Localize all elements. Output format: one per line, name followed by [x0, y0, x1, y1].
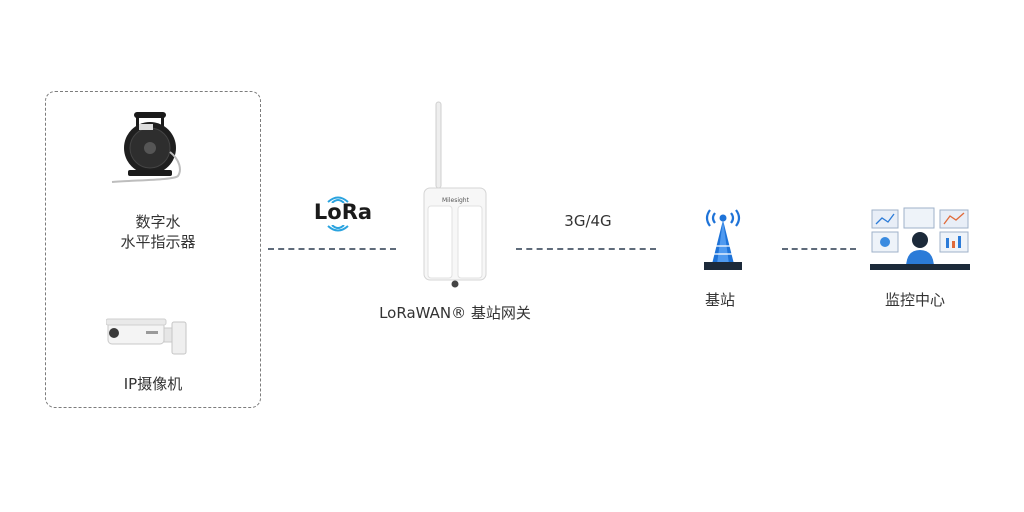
lora-logo: LoRa — [313, 200, 373, 224]
cell-tower-icon — [704, 209, 742, 270]
lora-wave-icon — [327, 196, 349, 203]
sensor-group-box — [45, 91, 261, 408]
cellular-link-line — [516, 248, 656, 250]
lora-link-line — [268, 248, 396, 250]
camera-label: IP摄像机 — [123, 375, 183, 393]
cellular-link-label: 3G/4G — [564, 212, 612, 230]
level-meter-label-line1: 数字水 — [135, 213, 181, 231]
gateway-device-icon: Milesight — [423, 101, 487, 288]
monitor-label: 监控中心 — [884, 291, 945, 309]
level-indicator-reel-icon — [111, 112, 181, 183]
monitoring-center-icon — [870, 207, 970, 270]
backhaul-link-line — [782, 248, 856, 250]
ip-camera-icon — [106, 318, 187, 355]
svg-text:Milesight: Milesight — [442, 197, 470, 204]
level-meter-label: 数字水 水平指示器 — [103, 212, 213, 252]
tower-label: 基站 — [704, 291, 735, 309]
lora-wave-lower-icon — [327, 225, 349, 232]
gateway-label: LoRaWAN® 基站网关 — [379, 304, 531, 322]
level-meter-label-line2: 水平指示器 — [120, 233, 196, 251]
